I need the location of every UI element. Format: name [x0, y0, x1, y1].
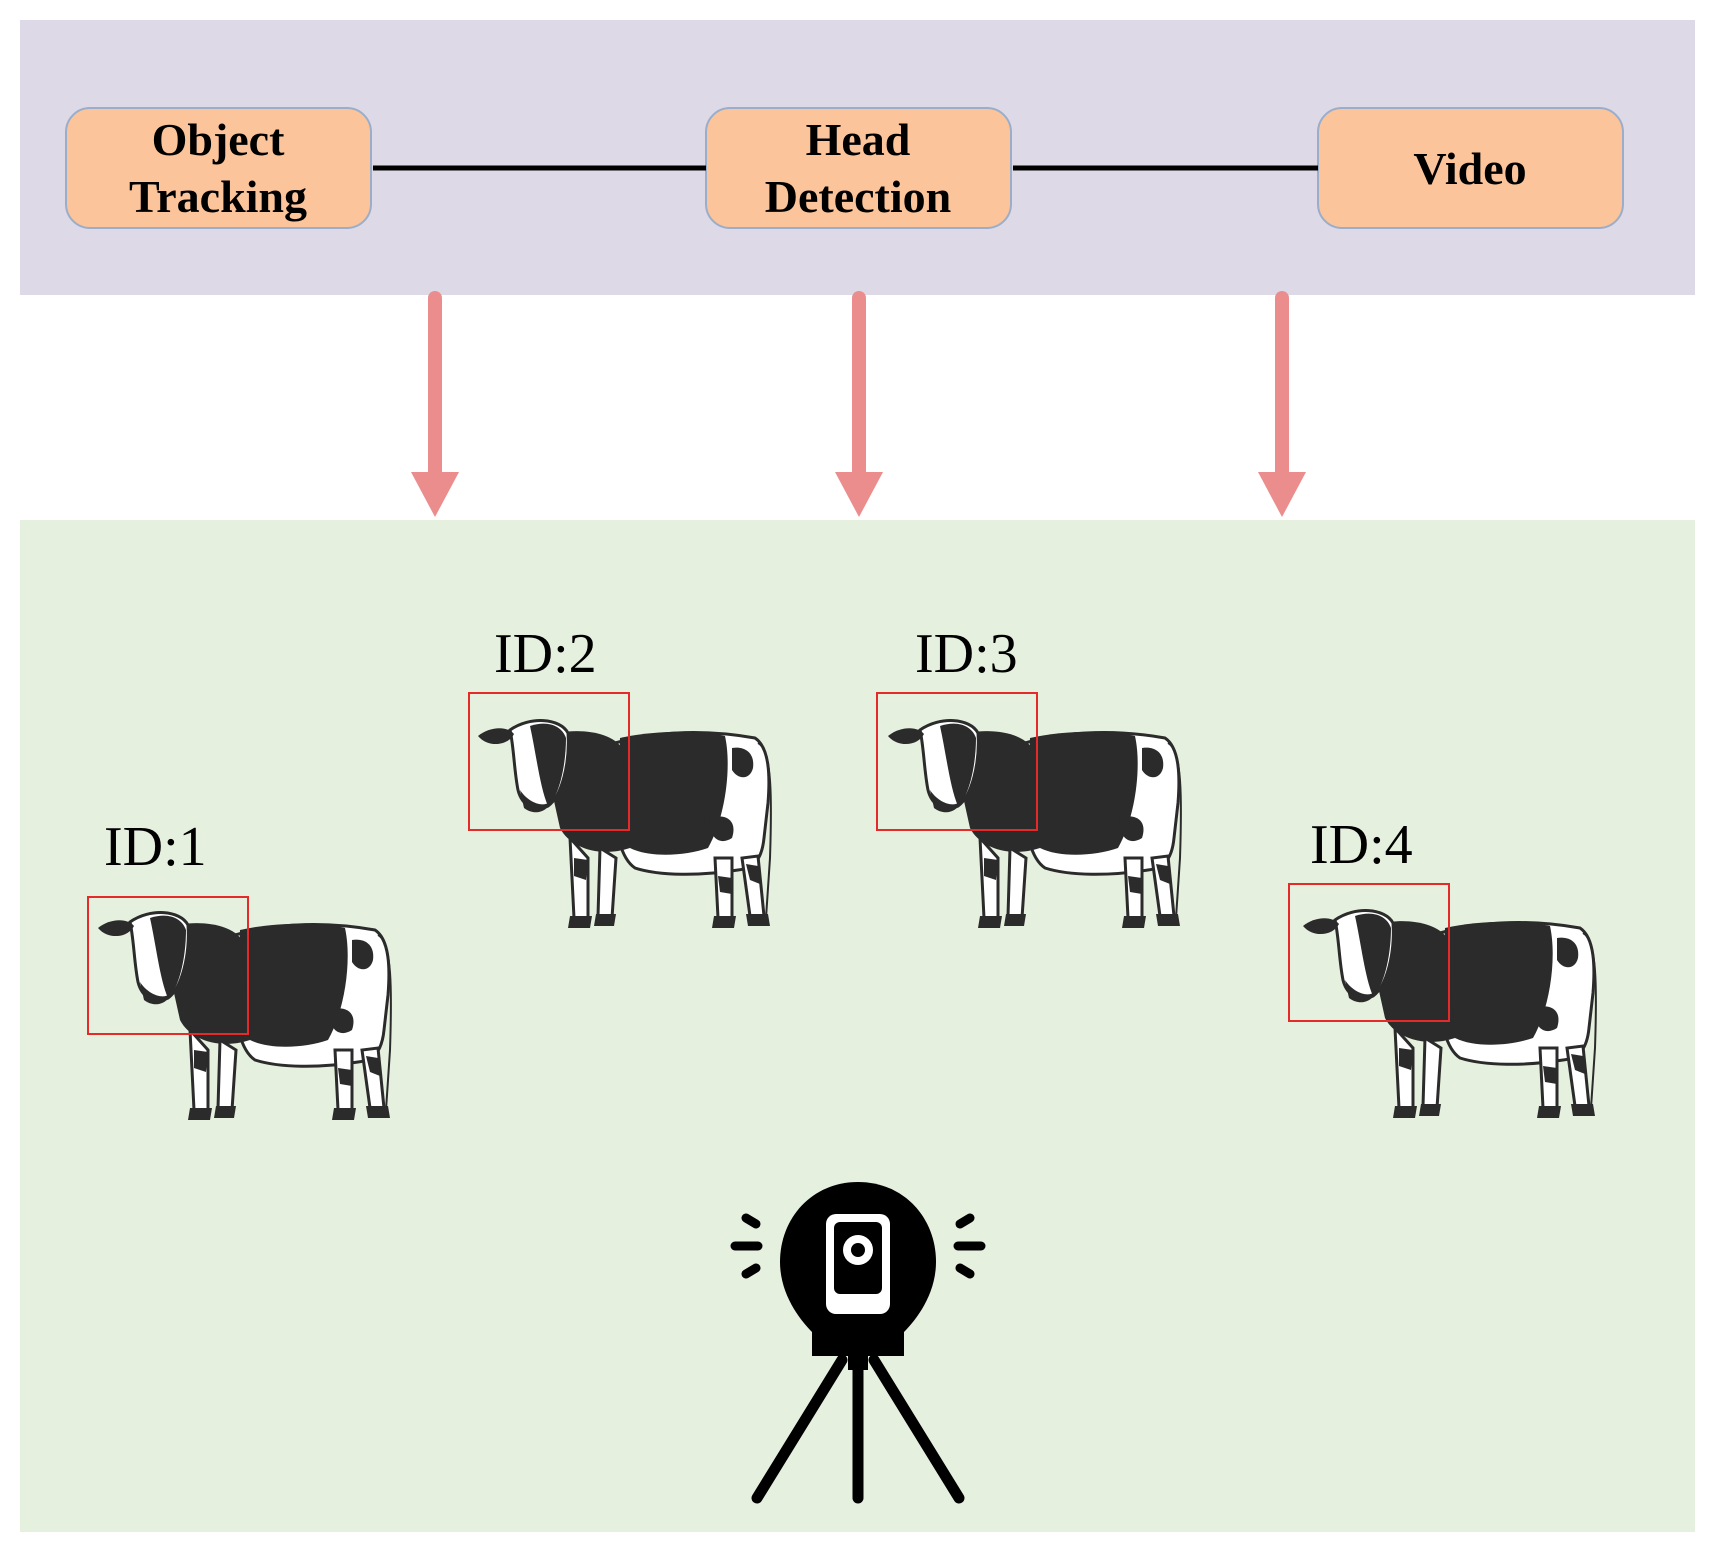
node-object-tracking-line1: Object [152, 114, 286, 165]
cow-1: ID:1 [87, 816, 393, 1122]
node-head-detection: Head Detection [705, 107, 1012, 229]
node-head-detection-line2: Detection [765, 171, 951, 222]
cow-4: ID:4 [1288, 814, 1598, 1120]
id-label-1: ID:1 [104, 816, 207, 878]
node-object-tracking: Object Tracking [65, 107, 372, 229]
head-bbox-1 [87, 896, 249, 1035]
head-bbox-2 [468, 692, 630, 831]
node-object-tracking-line2: Tracking [129, 171, 307, 222]
cow-3: ID:3 [876, 623, 1183, 930]
id-label-4: ID:4 [1310, 814, 1413, 876]
cow-2: ID:2 [468, 623, 773, 930]
node-video: Video [1317, 107, 1624, 229]
id-label-3: ID:3 [915, 623, 1018, 685]
head-bbox-4 [1288, 883, 1450, 1022]
down-arrow-video [1258, 291, 1306, 517]
head-bbox-3 [876, 692, 1038, 831]
node-video-label: Video [1413, 143, 1526, 194]
down-arrow-head-detection [835, 291, 883, 517]
id-label-2: ID:2 [494, 623, 597, 685]
camera-on-tripod-icon [730, 1182, 986, 1504]
down-arrow-object-tracking [411, 291, 459, 517]
node-head-detection-line1: Head [806, 114, 911, 165]
